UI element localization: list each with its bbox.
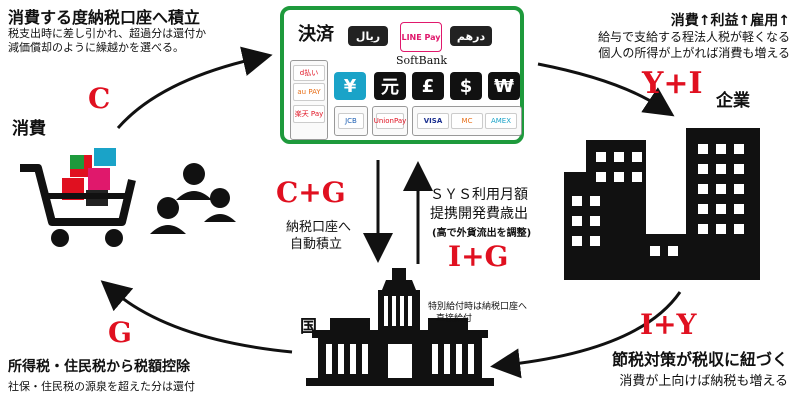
g-label: G	[108, 316, 132, 349]
aupay-chip: au PAY	[293, 83, 325, 101]
arrow-consumption-to-settlement	[116, 46, 273, 129]
topright-line1: 消費↑利益↑雇用↑	[670, 13, 790, 29]
jcb-wallet: JCB	[334, 106, 368, 136]
bottomright-line2: 消費が上向けば納税も増える	[619, 374, 788, 389]
iy-label: I+Y	[640, 308, 697, 341]
dpay-chip: d払い	[293, 65, 325, 81]
rakuten-pay-chip: 楽天 Pay	[293, 105, 325, 123]
topright-line2: 給与で支給する程法人税が軽くなる	[597, 30, 790, 44]
corporate-letter: Y+I	[642, 66, 703, 101]
topleft-line1: 税支出時に差し引かれ、超過分は還付か	[8, 27, 207, 40]
softbank-label: SoftBank	[396, 54, 448, 67]
arrow-settlement-to-corporate	[537, 62, 675, 117]
visa-chip: VISA	[417, 113, 449, 129]
corporate-label: 企業	[716, 91, 750, 111]
special-line1: 特別給付時は納税口座へ	[428, 302, 528, 312]
mastercard-chip: MC	[451, 113, 483, 129]
unionpay-wallet: UnionPay	[372, 106, 408, 136]
sys-line1: ＳＹＳ利用月額	[430, 187, 528, 203]
unionpay-chip: UnionPay	[374, 113, 406, 129]
consumption-letter: C	[88, 82, 111, 115]
settlement-label: 決済	[298, 24, 334, 45]
state-label: 国	[300, 317, 317, 337]
shopping-cart-icon	[20, 148, 136, 247]
special-line2: 直接給付	[436, 314, 473, 324]
yuan-icon: 元	[374, 72, 406, 100]
topleft-line2: 減価償却のように繰越かを選べる。	[8, 41, 184, 54]
bottomright-line1: 節税対策が税収に紐づく	[611, 350, 788, 369]
linepay-tile: LINE Pay	[400, 22, 442, 52]
amex-chip: AMEX	[485, 113, 517, 129]
cg-line2: 自動積立	[290, 237, 343, 252]
consumption-label: 消費	[12, 119, 46, 139]
bottomleft-line2: 社保・住民税の源泉を超えた分は還付	[8, 380, 195, 393]
card-wallet: VISA MC AMEX	[412, 106, 522, 136]
mobile-wallets: d払い au PAY 楽天 Pay	[290, 60, 328, 140]
ig-label: I+G	[448, 240, 509, 273]
topright-line3: 個人の所得が上がれば消費も増える	[598, 46, 790, 60]
sys-line2: 提携開発費歳出	[430, 206, 528, 222]
yen-icon: ¥	[334, 72, 366, 100]
bottomleft-line1: 所得税・住民税から税額控除	[8, 359, 190, 375]
sys-note: (高で外貨流出を調整)	[432, 228, 532, 239]
dirham-tile: درهم	[450, 26, 492, 46]
topleft-title: 消費する度納税口座へ積立	[8, 8, 201, 27]
arrow-state-to-consumption	[100, 280, 293, 354]
arrow-corporate-to-state	[490, 291, 682, 379]
people-icon	[150, 163, 236, 234]
riyal-tile: ﺭﻳﺎﻝ	[348, 26, 388, 46]
dollar-icon: $	[450, 72, 482, 100]
pound-icon: £	[412, 72, 444, 100]
cg-line1: 納税口座へ	[286, 220, 352, 235]
settlement-box: 決済 ﺭﻳﺎﻝ LINE Pay درهم SoftBank d払い au PA…	[280, 6, 524, 144]
won-icon: ₩	[488, 72, 520, 100]
jcb-chip: JCB	[338, 113, 364, 129]
cg-label: C+G	[276, 176, 346, 209]
